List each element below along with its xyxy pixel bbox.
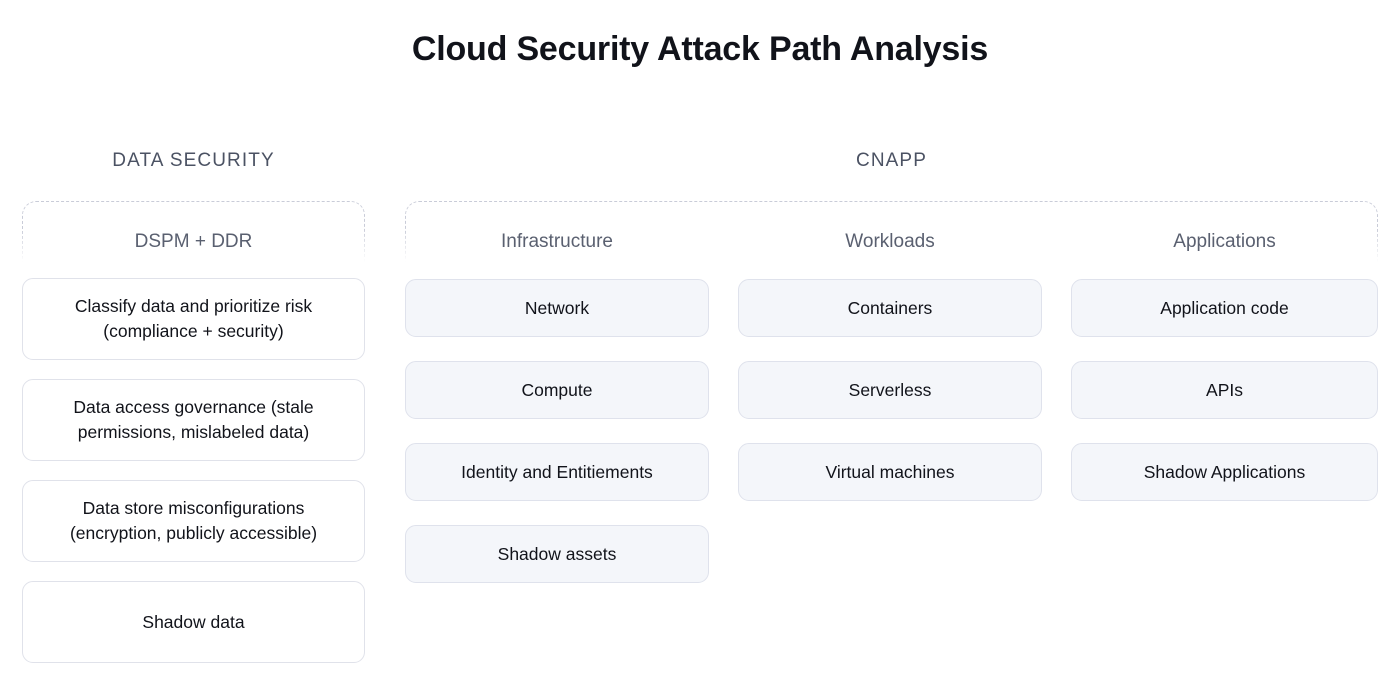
- card-item[interactable]: Shadow data: [22, 581, 365, 663]
- card-item[interactable]: APIs: [1071, 361, 1378, 419]
- card-item[interactable]: Serverless: [738, 361, 1042, 419]
- card-item[interactable]: Shadow assets: [405, 525, 709, 583]
- card-item[interactable]: Network: [405, 279, 709, 337]
- card-item[interactable]: Containers: [738, 279, 1042, 337]
- card-item[interactable]: Data store misconfigurations (encryption…: [22, 480, 365, 562]
- column-label-applications: Applications: [1173, 231, 1276, 252]
- column-label-workloads: Workloads: [845, 231, 935, 252]
- card-item[interactable]: Application code: [1071, 279, 1378, 337]
- card-item[interactable]: Compute: [405, 361, 709, 419]
- column-label-dspm-ddr: DSPM + DDR: [134, 231, 253, 252]
- page-title: Cloud Security Attack Path Analysis: [411, 30, 989, 68]
- column-applications: Application code APIs Shadow Application…: [1071, 279, 1378, 501]
- dashed-container-cnapp: [405, 201, 1378, 279]
- card-item[interactable]: Virtual machines: [738, 443, 1042, 501]
- group-header-data-security: DATA SECURITY: [112, 150, 275, 171]
- column-workloads: Containers Serverless Virtual machines: [738, 279, 1042, 501]
- column-label-infrastructure: Infrastructure: [501, 231, 613, 252]
- card-item[interactable]: Shadow Applications: [1071, 443, 1378, 501]
- column-infrastructure: Network Compute Identity and Entitiement…: [405, 279, 709, 583]
- group-header-cnapp: CNAPP: [856, 150, 927, 171]
- card-item[interactable]: Classify data and prioritize risk (compl…: [22, 278, 365, 360]
- column-dspm-ddr: Classify data and prioritize risk (compl…: [22, 278, 365, 663]
- card-item[interactable]: Identity and Entitiements: [405, 443, 709, 501]
- card-item[interactable]: Data access governance (stale permission…: [22, 379, 365, 461]
